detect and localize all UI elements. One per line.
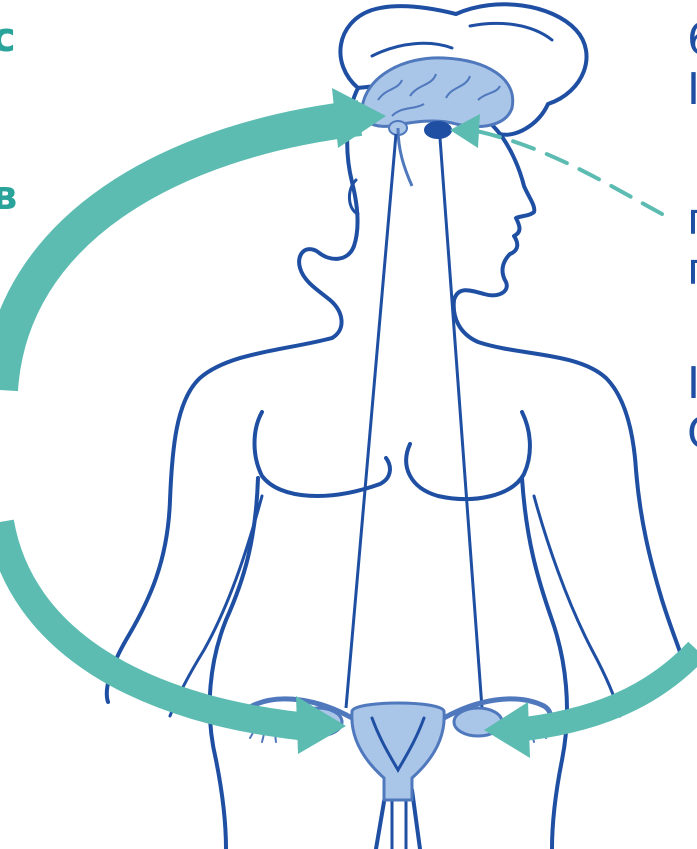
text-fragment-right-3: г xyxy=(687,198,697,242)
text-fragment-left-2: в xyxy=(0,176,17,216)
feedback-arrows xyxy=(0,88,697,758)
text-fragment-right-5: І xyxy=(687,362,697,406)
hair-strand xyxy=(372,23,552,56)
arrow-upper-left-arc xyxy=(0,118,360,390)
arrow-dashed-external xyxy=(472,130,662,214)
face-profile-outline xyxy=(454,134,534,300)
body-right-outline xyxy=(454,300,684,664)
arm-left-outline xyxy=(170,496,262,716)
body-left-outline xyxy=(107,338,332,702)
hypothalamus xyxy=(424,121,452,139)
text-fragment-right-1: 6 xyxy=(687,18,697,62)
text-fragment-right-6: С xyxy=(687,412,697,456)
text-fragment-right-2: І xyxy=(687,68,697,112)
pathway-line-right xyxy=(440,138,482,708)
breast-right-outline xyxy=(406,412,530,499)
brain xyxy=(362,58,513,186)
arrow-lower-left-arc xyxy=(0,522,318,728)
neck-left-outline xyxy=(299,246,354,338)
arrow-lower-right-arc xyxy=(516,650,697,730)
text-fragment-right-4: г xyxy=(687,248,697,292)
text-fragment-left-1: с xyxy=(0,18,16,58)
brain-stem xyxy=(398,128,412,186)
pathway-line-left xyxy=(346,134,396,708)
uterus-body xyxy=(352,703,444,800)
